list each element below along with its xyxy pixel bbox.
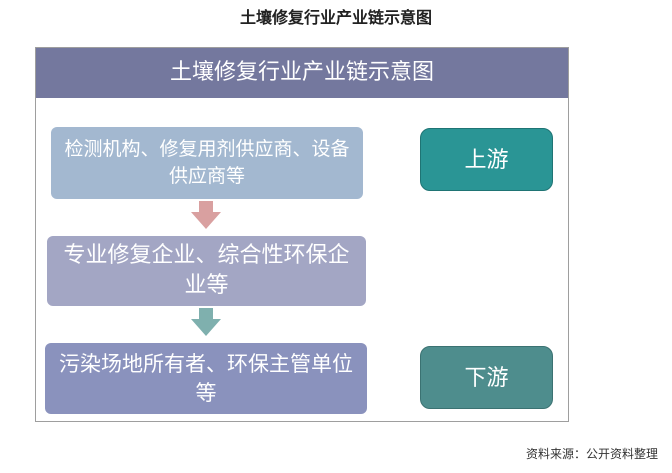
industry-chain-diagram: 土壤修复行业产业链示意图 检测机构、修复用剂供应商、设备供应商等 专业修复企业、… [35,47,569,422]
chain-box-suppliers-label: 检测机构、修复用剂供应商、设备供应商等 [64,138,350,187]
chain-box-remediation-firms: 专业修复企业、综合性环保企业等 [47,236,366,306]
chain-box-site-owners-label: 污染场地所有者、环保主管单位等 [59,351,353,405]
chain-box-remediation-firms-label: 专业修复企业、综合性环保企业等 [63,243,350,298]
chain-box-suppliers: 检测机构、修复用剂供应商、设备供应商等 [51,127,363,199]
source-note: 资料来源：公开资料整理 [525,447,658,461]
down-arrow-icon [191,308,221,336]
diagram-header: 土壤修复行业产业链示意图 [36,48,568,98]
chain-box-site-owners: 污染场地所有者、环保主管单位等 [45,343,367,414]
page-title: 土壤修复行业产业链示意图 [239,8,432,27]
downstream-badge: 下游 [420,346,553,409]
down-arrow-icon [191,201,221,229]
upstream-badge: 上游 [420,128,553,191]
